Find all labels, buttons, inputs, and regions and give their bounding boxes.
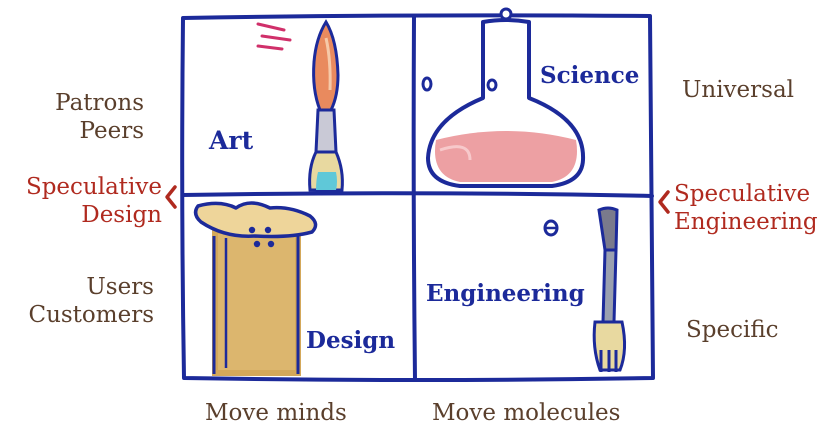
label-universal: Universal xyxy=(682,77,795,103)
flask-icon xyxy=(421,7,586,188)
right-speculative-label: Speculative Engineering xyxy=(674,180,818,236)
label-specific: Specific xyxy=(686,317,779,343)
label-move-molecules: Move molecules xyxy=(432,400,621,426)
right-arrow-icon xyxy=(658,190,670,214)
quadrant-grid xyxy=(180,13,655,382)
label-customers: Customers xyxy=(28,302,154,328)
t-square-icon xyxy=(193,201,318,376)
label-speculative-engineering-2: Engineering xyxy=(674,209,818,235)
quadrant-label-science: Science xyxy=(540,62,640,89)
paintbrush-icon xyxy=(256,19,344,192)
quadrant-label-art: Art xyxy=(209,126,254,155)
left-top-label: Patrons Peers xyxy=(20,89,144,145)
left-speculative-label: Speculative Design xyxy=(4,173,162,229)
label-speculative-engineering-1: Speculative xyxy=(674,181,811,207)
left-arrow-icon xyxy=(165,185,177,209)
label-patrons: Patrons xyxy=(55,90,144,116)
label-speculative-design-2: Design xyxy=(81,202,162,228)
quadrant-label-engineering: Engineering xyxy=(426,280,585,307)
label-move-minds: Move minds xyxy=(205,400,347,426)
label-speculative-design-1: Speculative xyxy=(25,174,162,200)
label-users: Users xyxy=(86,274,154,300)
left-bottom-label: Users Customers xyxy=(8,273,154,329)
wrench-icon xyxy=(543,206,627,372)
label-peers: Peers xyxy=(79,118,144,144)
quadrant-label-design: Design xyxy=(306,327,396,354)
